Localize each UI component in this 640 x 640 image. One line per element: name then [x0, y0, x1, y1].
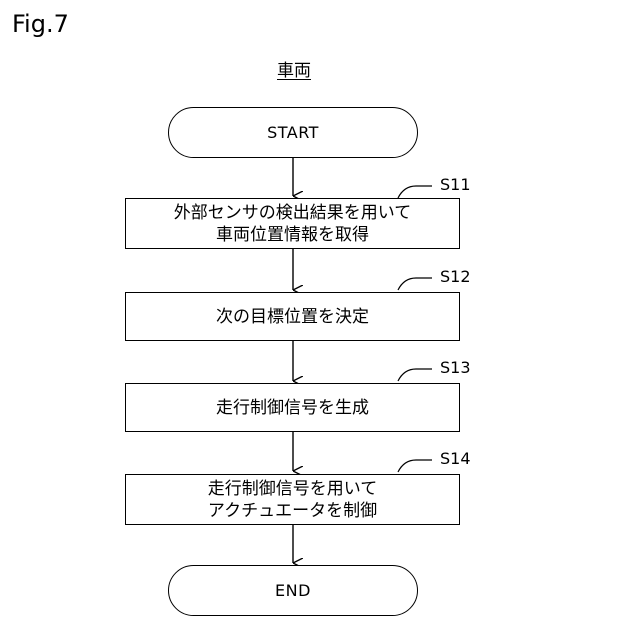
- s11-line-2: 車両位置情報を取得: [216, 224, 369, 246]
- step-label-s11: S11: [440, 175, 471, 195]
- start-label: START: [267, 123, 319, 142]
- leader-s13: [398, 369, 432, 381]
- step-label-s13: S13: [440, 358, 471, 378]
- end-terminal: END: [168, 565, 418, 616]
- process-box-s12: 次の目標位置を決定: [125, 292, 460, 341]
- s14-line-1: 走行制御信号を用いて: [208, 478, 378, 500]
- step-label-s14: S14: [440, 449, 471, 469]
- s13-line-1: 走行制御信号を生成: [216, 397, 369, 419]
- s14-line-2: アクチュエータを制御: [208, 500, 377, 522]
- leader-s11: [398, 186, 432, 198]
- process-box-s14: 走行制御信号を用いて アクチュエータを制御: [125, 474, 460, 525]
- s12-line-1: 次の目標位置を決定: [216, 306, 369, 328]
- s11-line-1: 外部センサの検出結果を用いて: [174, 202, 412, 224]
- step-label-s12: S12: [440, 267, 471, 287]
- start-terminal: START: [168, 107, 418, 158]
- process-box-s13: 走行制御信号を生成: [125, 383, 460, 432]
- leader-s12: [398, 278, 432, 290]
- end-label: END: [275, 581, 311, 600]
- leader-s14: [398, 460, 432, 472]
- process-box-s11: 外部センサの検出結果を用いて 車両位置情報を取得: [125, 198, 460, 249]
